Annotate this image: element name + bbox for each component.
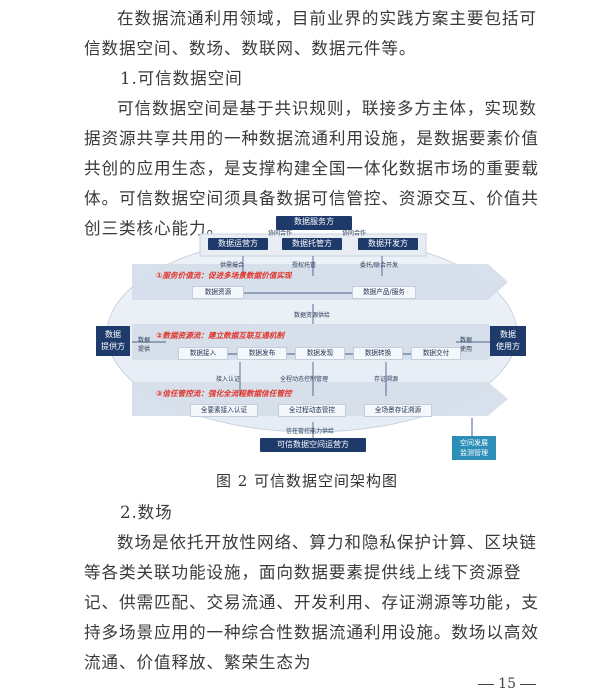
arrow-label-custody: 授权托管 [292,262,317,269]
flow-2-box-convert: 数据转换 [353,347,403,360]
trusted-data-space-diagram: 数据服务方 数据运营方 数据托管方 数据开发方 协同合作 协同合作 供需撮合 授… [80,206,550,464]
operator-box-2: 数据托管方 [282,238,342,250]
coop-label-2: 协同合作 [342,230,367,237]
trust-supply-label: 信任管控能力供给 [286,428,335,435]
intro-line-2: 空间、数场、数联网、数据元件等。 [136,39,417,58]
resource-supply-label: 数据资源供给 [294,312,331,319]
section-1-heading: 1.可信数据空间 [120,69,243,88]
coop-label-1: 协同合作 [268,230,293,237]
mid-label-auth: 接入认证 [216,376,241,383]
flow-1-box-product: 数据产品/服务 [352,286,416,299]
flow-2-box-publish: 数据发布 [237,347,287,360]
section-2-body: 数场是依托开放性网络、算力和隐私保护计算、区块链等各类关联功能设施，面向数据要素… [84,533,539,672]
flow-3-box-control: 全过程动态管控 [278,404,346,417]
flow-2-title: ②数据资源流：建立数据互联互通机制 [156,331,284,340]
operator-box-1: 数据运营方 [208,238,268,250]
data-user-actor: 数据 使用方 [490,326,526,356]
mid-label-control: 全程动态控制管理 [280,376,329,383]
flow-1-title: ①服务价值流：促进多场景数据价值实现 [156,271,292,280]
data-provider-actor: 数据 提供方 [96,326,130,356]
arrow-label-development: 委托/联合开发 [360,262,399,269]
section-2-heading: 2.数场 [120,503,173,522]
page-number-dash-right [520,683,536,685]
flow-2-box-deliver: 数据交付 [411,347,461,360]
intro-paragraph: 在数据流通利用领域，目前业界的实践方案主要包括可信数据空间、数场、数联网、数据元… [84,4,544,64]
arrow-label-matching: 供需撮合 [220,262,245,269]
use-label: 数据 使用 [460,337,473,353]
space-monitoring-box: 空间发展 监测管理 [452,436,496,460]
flow-3-box-auth: 全要素接入认证 [190,404,258,417]
flow-1-box-resource: 数据资源 [192,286,244,299]
operator-box-3: 数据开发方 [358,238,418,250]
figure-caption: 图 2 可信数据空间架构图 [215,472,399,490]
page-number-dash-left [478,683,495,685]
provide-label: 数据 提供 [138,337,151,353]
page-number: 15 [474,676,540,692]
flow-2-box-discover: 数据发现 [295,347,345,360]
trusted-space-operator-box: 可信数据空间运营方 [260,438,366,452]
flow-3-title: ③信任管控流：强化全流程数据信任管控 [156,389,292,398]
intro-line-1: 在数据流通利用领域，目前业界的实践方案主要包括可信数据 [84,9,537,58]
page-number-value: 15 [498,676,516,692]
flow-2-box-access: 数据接入 [178,347,228,360]
section-1-body: 可信数据空间是基于共识规则，联接多方主体，实现数据资源共享共用的一种数据流通利用… [84,99,539,238]
data-service-provider-box: 数据服务方 [276,216,352,230]
flow-3-box-trace: 全场景存证溯源 [364,404,432,417]
mid-label-trace: 存证溯源 [374,376,399,383]
